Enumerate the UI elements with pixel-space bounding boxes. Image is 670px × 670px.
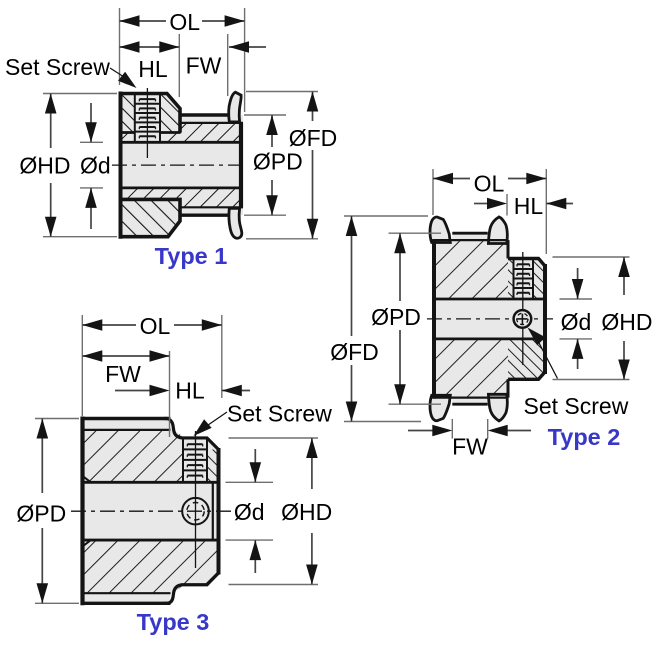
svg-text:Type 1: Type 1 (155, 243, 228, 269)
svg-text:HL: HL (514, 193, 544, 219)
svg-text:Ød: Ød (561, 309, 592, 335)
svg-text:Set Screw: Set Screw (227, 401, 332, 427)
svg-text:ØHD: ØHD (19, 152, 70, 178)
svg-text:ØHD: ØHD (601, 309, 652, 335)
svg-text:FW: FW (105, 361, 141, 387)
svg-text:ØFD: ØFD (289, 125, 338, 151)
svg-text:Type 3: Type 3 (137, 609, 210, 635)
svg-text:FW: FW (186, 53, 222, 79)
svg-text:Set Screw: Set Screw (524, 393, 629, 419)
svg-text:FW: FW (452, 434, 488, 460)
svg-text:HL: HL (175, 378, 205, 404)
svg-text:Ød: Ød (80, 152, 111, 178)
svg-text:ØPD: ØPD (253, 149, 303, 175)
svg-text:ØPD: ØPD (16, 501, 66, 527)
svg-text:Type 2: Type 2 (548, 424, 621, 450)
svg-text:OL: OL (474, 171, 505, 197)
svg-text:ØPD: ØPD (371, 304, 421, 330)
svg-text:ØFD: ØFD (330, 339, 379, 365)
svg-text:OL: OL (140, 313, 171, 339)
svg-text:OL: OL (169, 9, 200, 35)
svg-text:ØHD: ØHD (281, 499, 332, 525)
svg-text:HL: HL (138, 56, 168, 82)
svg-text:Set Screw: Set Screw (5, 54, 110, 80)
svg-text:Ød: Ød (234, 499, 265, 525)
